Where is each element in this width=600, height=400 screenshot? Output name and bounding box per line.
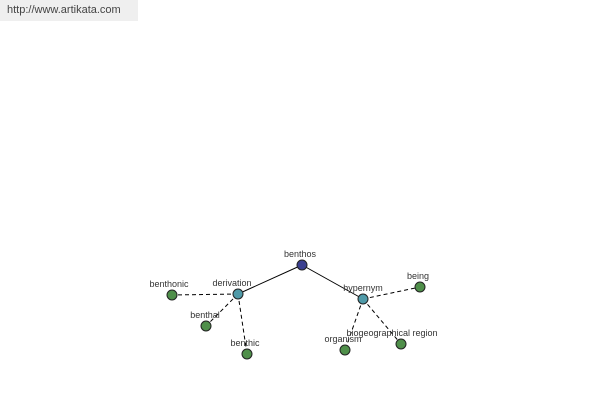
edge-benthos-hypernym (301, 264, 364, 300)
leaf-node-benthic[interactable] (241, 348, 253, 360)
edge-derivation-benthal (205, 293, 239, 327)
leaf-node-benthal[interactable] (200, 320, 212, 332)
root-node-benthos[interactable] (296, 259, 308, 271)
leaf-label-being[interactable]: being (407, 271, 429, 281)
leaf-node-organism[interactable] (339, 344, 351, 356)
relation-label-hypernym[interactable]: hypernym (343, 283, 383, 293)
leaf-node-benthonic[interactable] (166, 289, 178, 301)
graph-nodes (166, 259, 426, 360)
leaf-label-benthal[interactable]: benthal (190, 310, 220, 320)
leaf-label-biogeographical-region[interactable]: biogeographical region (346, 328, 437, 338)
edge-benthos-derivation (237, 264, 303, 295)
leaf-node-biogeographical-region[interactable] (395, 338, 407, 350)
relation-node-hypernym[interactable] (357, 293, 369, 305)
leaf-label-benthonic[interactable]: benthonic (149, 279, 189, 289)
edge-hypernym-biogeographical-region (362, 298, 402, 345)
graph-labels: benthos derivation hypernym benthonic bentha… (149, 249, 437, 348)
relation-node-derivation[interactable] (232, 288, 244, 300)
root-label-benthos[interactable]: benthos (284, 249, 317, 259)
source-url-label[interactable]: http://www.artikata.com (0, 0, 138, 21)
relation-label-derivation[interactable]: derivation (212, 278, 251, 288)
edge-derivation-benthonic (171, 293, 239, 296)
edge-derivation-benthic (237, 293, 248, 355)
leaf-label-benthic[interactable]: benthic (230, 338, 260, 348)
graph-edges (171, 264, 421, 355)
edge-hypernym-organism (344, 298, 364, 351)
leaf-label-organism[interactable]: organism (324, 334, 361, 344)
leaf-node-being[interactable] (414, 281, 426, 293)
edge-hypernym-being (362, 286, 421, 300)
